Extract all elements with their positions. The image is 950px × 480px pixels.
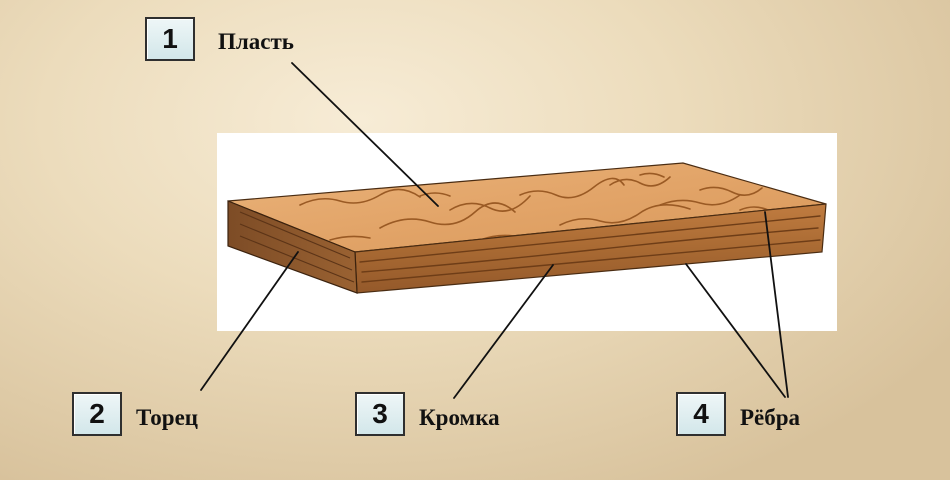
- board-top-grain: [299, 172, 769, 241]
- leader-line-torets: [200, 251, 299, 391]
- label-number-box-2: 2: [72, 392, 122, 436]
- label-term-plast: Пласть: [218, 29, 294, 54]
- label-term-kromka: Кромка: [419, 405, 500, 430]
- label-number-box-4: 4: [676, 392, 726, 436]
- label-term-rebra: Рёбра: [740, 405, 801, 430]
- board-end-grain: [239, 211, 355, 283]
- label-number-box-3: 3: [355, 392, 405, 436]
- leader-line-kromka: [453, 264, 554, 399]
- board-edge-grain: [359, 215, 821, 283]
- leader-line-rebra-1: [685, 263, 786, 398]
- label-term-torets: Торец: [136, 405, 199, 430]
- leader-line-plast: [291, 62, 439, 207]
- label-number-box-1: 1: [145, 17, 195, 61]
- leader-line-rebra-2: [764, 211, 789, 398]
